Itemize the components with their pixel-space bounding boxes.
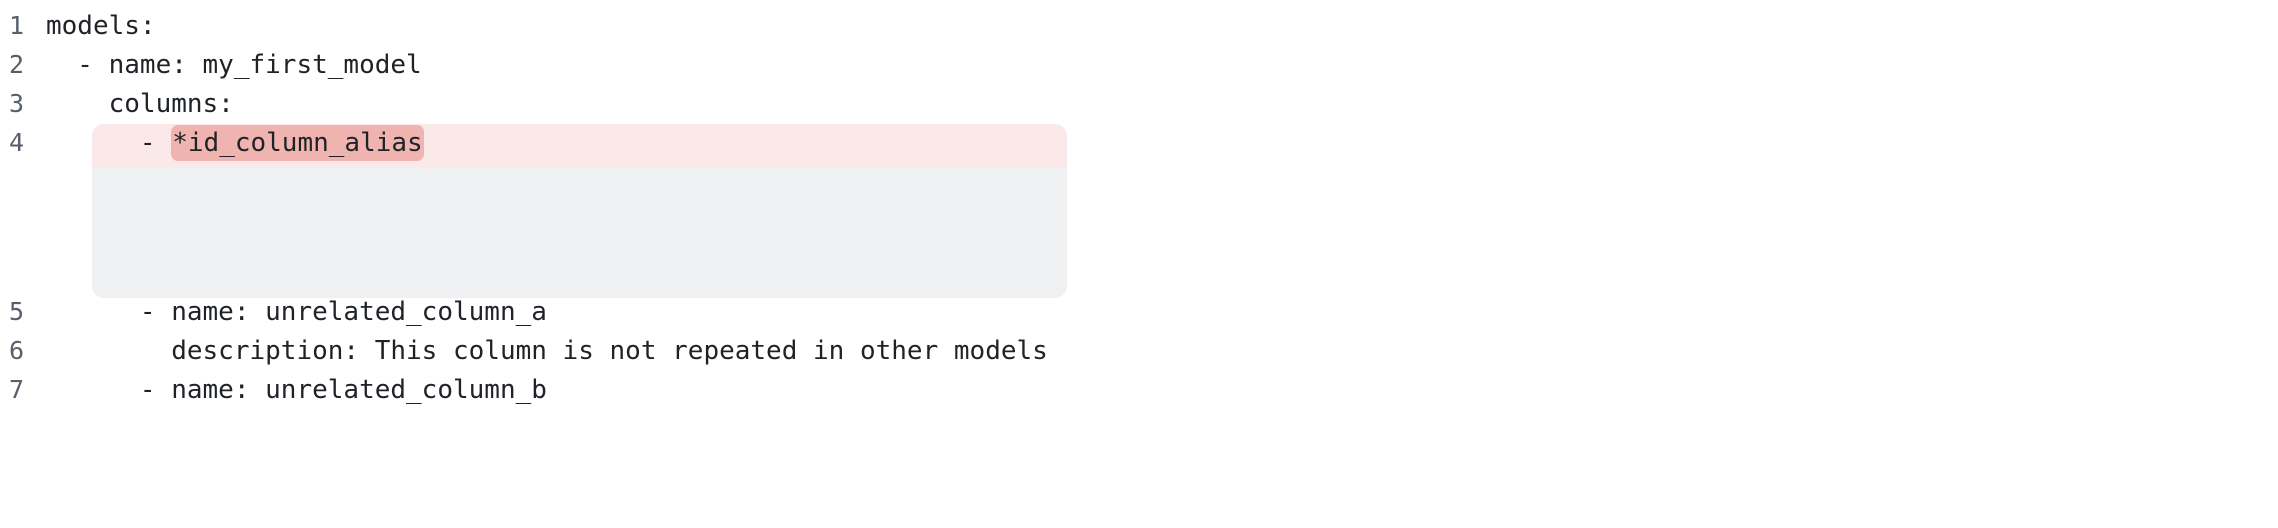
line-number: 1 [8, 11, 24, 40]
removed-block-filler [92, 168, 1067, 298]
code-line-context: 7 - name: unrelated_column_b [0, 370, 1140, 409]
code-line-removed: 4 - *id_column_alias [0, 123, 1140, 162]
line-number: 2 [8, 50, 24, 79]
inline-diff-highlight: *id_column_alias [171, 125, 424, 161]
code-line-context: 3 columns: [0, 84, 1140, 123]
line-number: 6 [8, 336, 24, 365]
line-number: 3 [8, 89, 24, 118]
code-line-context: 1 models: [0, 6, 1140, 45]
line-source: description: This column is not repeated… [46, 336, 1048, 366]
line-source: models: [46, 11, 156, 41]
line-number: 5 [8, 297, 24, 326]
diff-filler-spacer [0, 162, 1140, 292]
line-source: - name: unrelated_column_a [46, 297, 547, 327]
code-line-context: 6 description: This column is not repeat… [0, 331, 1140, 370]
code-line-context: 2 - name: my_first_model [0, 45, 1140, 84]
line-source: - name: unrelated_column_b [46, 375, 547, 405]
line-source: - name: my_first_model [46, 50, 422, 80]
line-source: - *id_column_alias [46, 124, 1140, 163]
line-number: 7 [8, 375, 24, 404]
line-number: 4 [8, 128, 24, 157]
line-source: columns: [46, 89, 234, 119]
code-line-context: 5 - name: unrelated_column_a [0, 292, 1140, 331]
